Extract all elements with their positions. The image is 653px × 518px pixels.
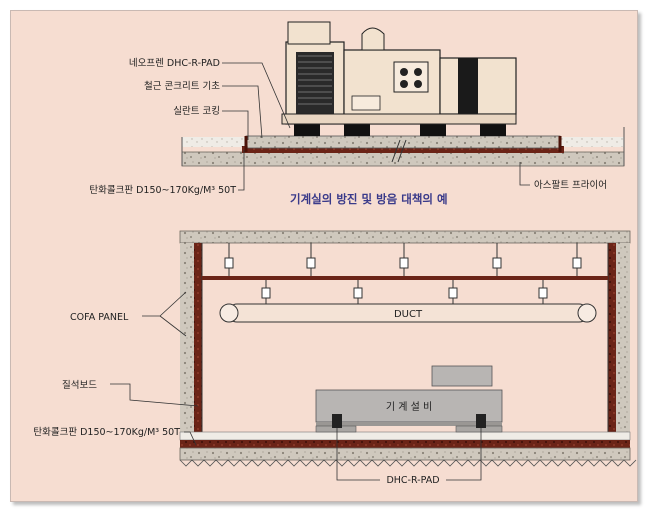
machine-box xyxy=(315,389,503,423)
diagram-caption: 기계실의 방진 및 방음 대책의 예 xyxy=(290,192,448,206)
label-duct: DUCT xyxy=(394,309,423,320)
floor-slab xyxy=(179,447,631,461)
concrete-foundation xyxy=(245,135,561,149)
ceiling-panel xyxy=(202,276,608,280)
floor-screed xyxy=(179,431,631,441)
left-wall-cork xyxy=(194,243,202,436)
right-wall-concrete xyxy=(616,243,630,436)
left-wall-concrete xyxy=(180,243,194,436)
right-wall-cork xyxy=(608,243,616,436)
label-sealant: 실란트 코킹 xyxy=(173,105,220,117)
top-leaders xyxy=(222,62,530,191)
label-top-cork-board: 탄화콜크판 D150~170Kg/M³ 50T xyxy=(89,185,236,196)
label-rebar-concrete: 철근 콘크리트 기초 xyxy=(144,81,220,92)
small-unit xyxy=(431,365,493,387)
pad-left xyxy=(332,414,342,428)
ceiling-slab xyxy=(179,230,631,244)
slab-concrete xyxy=(181,151,625,167)
bottom-leaders xyxy=(110,291,482,481)
label-neoprene-pad: 네오프렌 DHC-R-PAD xyxy=(129,58,220,69)
floor-cork xyxy=(180,440,630,448)
label-pad: DHC-R-PAD xyxy=(386,475,439,486)
label-bottom-cork-board: 탄화콜크판 D150~170Kg/M³ 50T xyxy=(33,427,180,438)
ceiling-hangers xyxy=(224,243,582,276)
pad-right xyxy=(476,414,486,428)
label-machine: 기 계 설 비 xyxy=(386,401,432,413)
generator-set xyxy=(281,21,517,125)
bottom-section xyxy=(110,230,637,481)
engine-pads xyxy=(294,124,506,136)
duct xyxy=(219,303,597,323)
top-section xyxy=(181,21,625,191)
label-gypsum-board: 질석보드 xyxy=(62,379,97,391)
label-cofa-panel: COFA PANEL xyxy=(70,312,129,323)
label-asphalt-primer: 아스팔트 프라이어 xyxy=(534,179,607,191)
